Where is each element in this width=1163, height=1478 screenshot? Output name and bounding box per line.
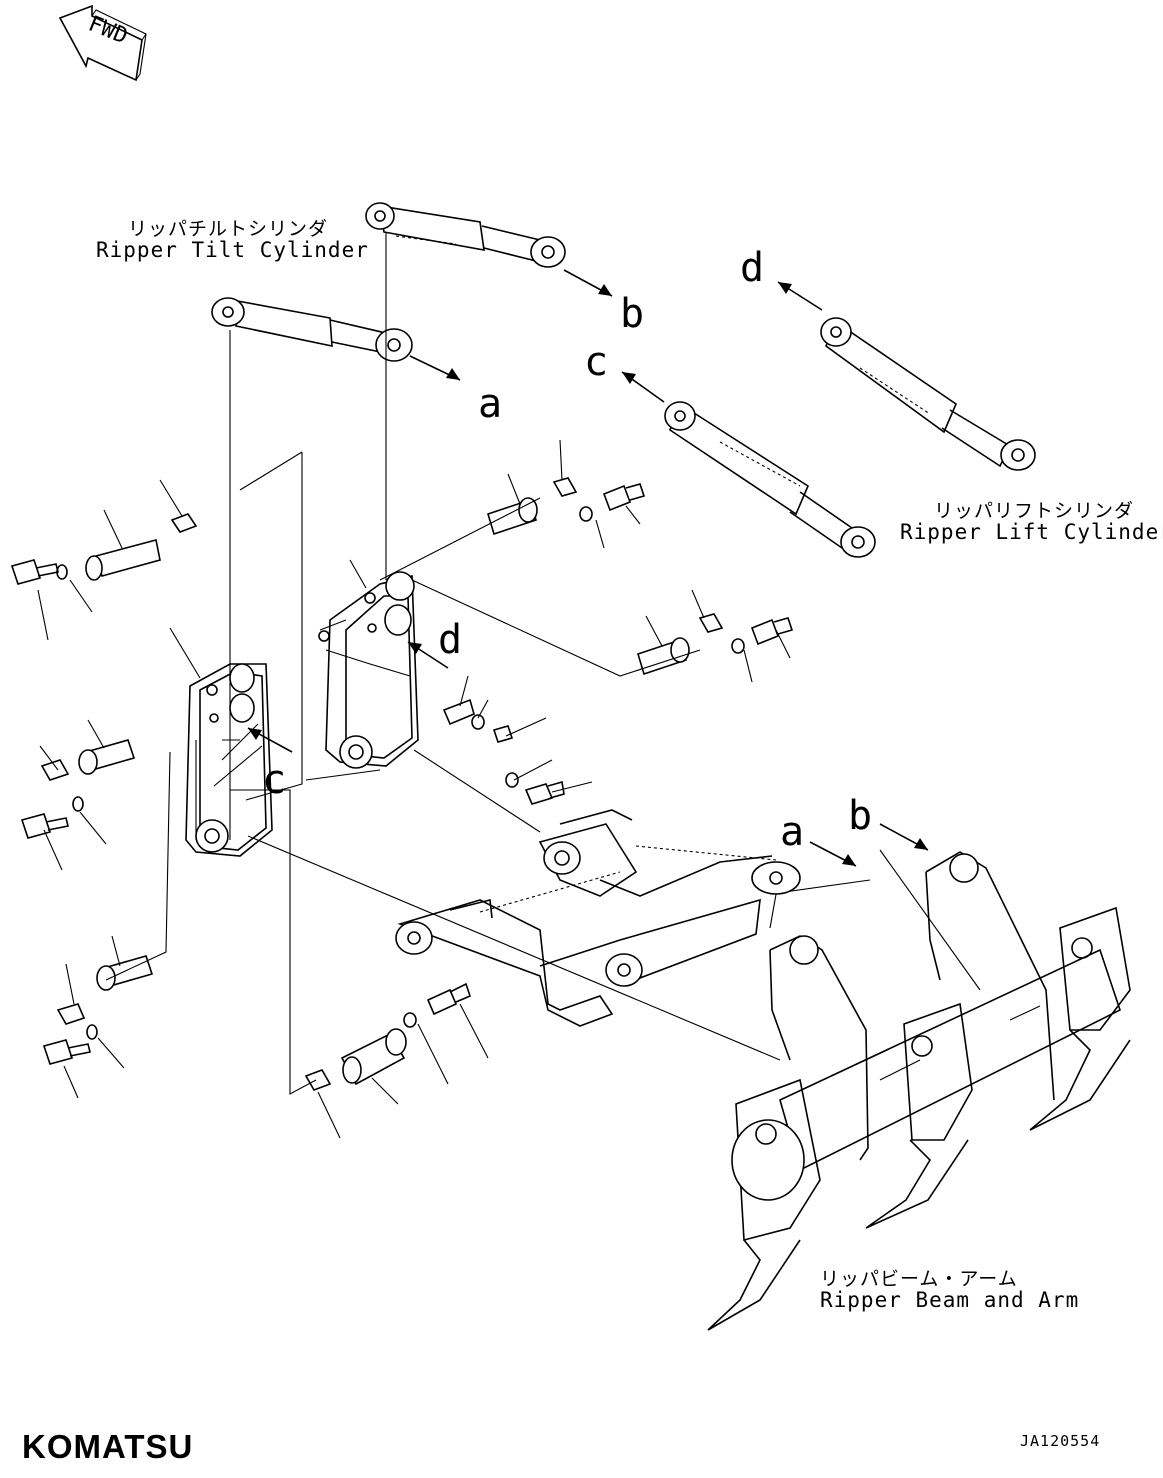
callout-c-lower: c	[262, 757, 287, 803]
tilt-cylinder-label-en: Ripper Tilt Cylinder	[96, 238, 369, 262]
komatsu-logo: KOMATSU	[22, 1428, 194, 1465]
tilt-cylinder-upper	[365, 202, 566, 580]
left-bracket	[185, 663, 273, 857]
callout-a-lower: a	[780, 809, 805, 855]
beam-arm-label-en: Ripper Beam and Arm	[820, 1288, 1080, 1312]
callout-d-lower: d	[438, 617, 463, 663]
hardware-parts	[10, 477, 794, 1091]
fwd-arrow-icon	[58, 4, 147, 82]
callout-b-lower: b	[848, 793, 873, 839]
callout-d-upper: d	[740, 245, 765, 291]
callout-c-upper: c	[584, 339, 609, 385]
lift-cylinder-label-jp: リッパリフトシリンダ	[934, 500, 1135, 522]
lift-cylinder-left	[664, 401, 876, 558]
callout-a-upper: a	[478, 381, 503, 427]
leader-lines	[37, 439, 981, 1139]
right-bracket	[318, 571, 419, 769]
tilt-cylinder-label-jp: リッパチルトシリンダ	[128, 218, 329, 240]
document-number: JA120554	[1020, 1432, 1101, 1450]
lift-cylinder-label-en: Ripper Lift Cylinder	[900, 520, 1163, 544]
ripper-beam-arm	[395, 809, 1131, 1331]
beam-arm-label-jp: リッパビーム・アーム	[820, 1268, 1018, 1290]
lift-cylinder-right	[820, 317, 1036, 471]
tilt-cylinder-left	[211, 297, 413, 840]
callout-b-upper: b	[620, 291, 645, 337]
